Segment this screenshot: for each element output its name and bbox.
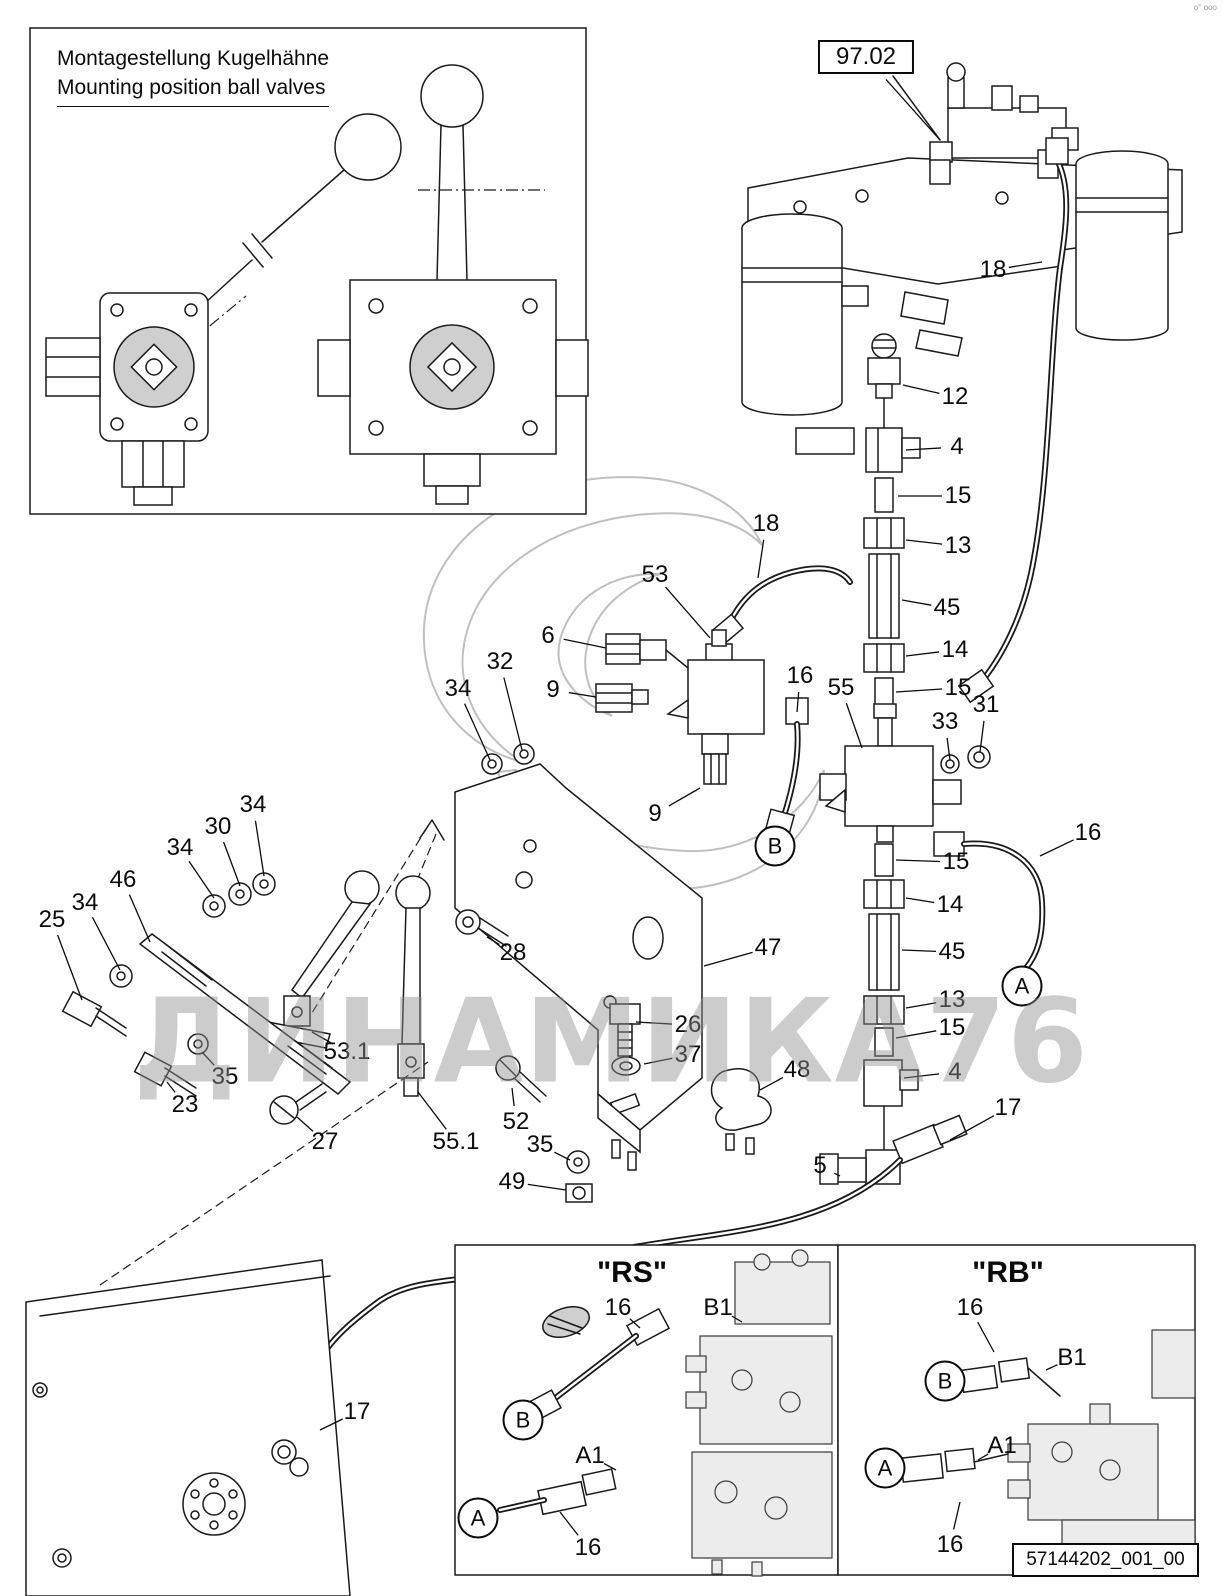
callout-30: 30 — [204, 813, 232, 840]
callout-49: 49 — [498, 1168, 526, 1195]
rs-assembly — [497, 1249, 833, 1577]
callout-45: 45 — [938, 938, 966, 965]
callout-9: 9 — [546, 676, 560, 703]
link-bar-46 — [61, 872, 772, 1203]
rs-title: "RS" — [596, 1256, 668, 1289]
callout-16: 16 — [574, 1534, 602, 1561]
callout-b: B — [754, 825, 796, 867]
callout-16: 16 — [786, 662, 814, 689]
callout-b: B — [502, 1399, 544, 1441]
filter-assembly — [741, 62, 1183, 704]
callout-4: 4 — [950, 433, 964, 460]
callout-45: 45 — [933, 594, 961, 621]
callout-5: 5 — [813, 1152, 827, 1179]
callout-55-1: 55.1 — [432, 1128, 480, 1155]
fitting-stack-lower — [819, 843, 919, 1185]
inset-title-german: Montagestellung Kugelhähne — [57, 47, 330, 70]
valve-55 — [819, 703, 991, 843]
callout-53: 53 — [641, 561, 669, 588]
callout-23: 23 — [171, 1091, 199, 1118]
callout-17: 17 — [994, 1094, 1022, 1121]
callout-16: 16 — [936, 1531, 964, 1558]
callout-35: 35 — [526, 1131, 554, 1158]
ref-97-02: 97.02 — [817, 40, 915, 74]
callout-b: B — [924, 1360, 966, 1402]
valve-53 — [595, 565, 853, 785]
callout-34: 34 — [71, 889, 99, 916]
callout-48: 48 — [783, 1056, 811, 1083]
callout-25: 25 — [38, 906, 66, 933]
callout-12: 12 — [941, 383, 969, 410]
callout-35: 35 — [211, 1063, 239, 1090]
callout-13: 13 — [938, 986, 966, 1013]
lever-55-1 — [395, 875, 431, 1097]
callout-18: 18 — [979, 256, 1007, 283]
fitting-stack-upper — [863, 333, 921, 745]
callout-16: 16 — [604, 1294, 632, 1321]
callout-55: 55 — [827, 674, 855, 701]
callout-17: 17 — [343, 1398, 371, 1425]
callout-9: 9 — [648, 800, 662, 827]
callout-37: 37 — [674, 1041, 702, 1068]
callout-a1: A1 — [575, 1442, 605, 1469]
tank — [25, 1061, 429, 1596]
callout-6: 6 — [541, 622, 555, 649]
callout-33: 33 — [931, 708, 959, 735]
callout-14: 14 — [941, 636, 969, 663]
hose-a — [933, 831, 1046, 971]
drawing-number: 57144202_001_00 — [1012, 1543, 1199, 1577]
callout-b1: B1 — [1057, 1344, 1087, 1371]
callout-a1: A1 — [987, 1432, 1017, 1459]
callout-26: 26 — [674, 1011, 702, 1038]
callout-4: 4 — [948, 1058, 962, 1085]
inset-ball-valves — [29, 27, 589, 515]
callout-34: 34 — [239, 791, 267, 818]
callout-47: 47 — [754, 934, 782, 961]
mounting-bracket — [309, 743, 703, 1171]
callout-15: 15 — [942, 848, 970, 875]
callout-16: 16 — [956, 1294, 984, 1321]
callout-31: 31 — [972, 691, 1000, 718]
corner-mark: o° ooo — [1193, 3, 1217, 12]
inset-title: Montagestellung Kugelhähne Mounting posi… — [57, 44, 330, 107]
callout-15: 15 — [938, 1014, 966, 1041]
callout-14: 14 — [936, 891, 964, 918]
callout-16: 16 — [1074, 819, 1102, 846]
callout-18: 18 — [752, 510, 780, 537]
callout-15: 15 — [944, 674, 972, 701]
callout-34: 34 — [166, 834, 194, 861]
callout-13: 13 — [944, 532, 972, 559]
callout-46: 46 — [109, 866, 137, 893]
callout-28: 28 — [499, 939, 527, 966]
callout-a: A — [457, 1497, 499, 1539]
callout-15: 15 — [944, 482, 972, 509]
callout-34: 34 — [444, 675, 472, 702]
inset-title-english: Mounting position ball valves — [57, 73, 330, 107]
callout-52: 52 — [502, 1108, 530, 1135]
callout-b1: B1 — [703, 1294, 733, 1321]
callout-32: 32 — [486, 648, 514, 675]
callout-27: 27 — [311, 1128, 339, 1155]
callout-53-1: 53.1 — [323, 1038, 371, 1065]
callout-a: A — [864, 1447, 906, 1489]
callout-a: A — [1001, 965, 1043, 1007]
rb-title: "RB" — [972, 1256, 1044, 1289]
